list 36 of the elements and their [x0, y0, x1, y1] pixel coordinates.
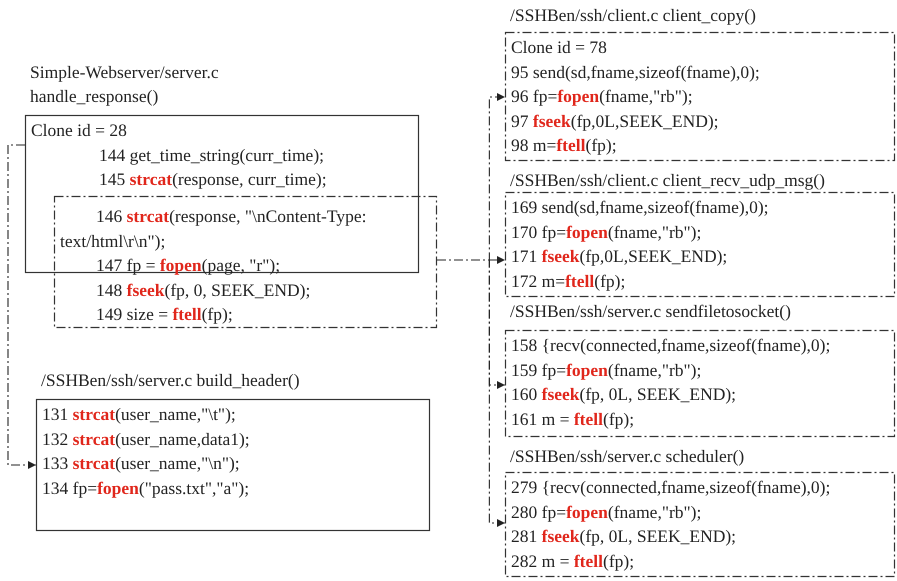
- code-line: 149 size = ftell(fp);: [95, 303, 234, 326]
- arrow: [7, 144, 36, 469]
- code-line: 172 m=ftell(fp);: [511, 270, 626, 293]
- code-line: 282 m = ftell(fp);: [511, 550, 636, 573]
- file-heading: /SSHBen/ssh/client.c client_copy(): [510, 4, 756, 27]
- code-line: 158 {recv(connected,fname,sizeof(fname),0);: [511, 334, 832, 357]
- code-line: Clone id = 78: [511, 36, 608, 59]
- code-line: 148 fseek(fp, 0, SEEK_END);: [95, 278, 312, 302]
- code-line: 161 m = ftell(fp);: [511, 408, 636, 431]
- code-line: 144 get_time_string(curr_time);: [98, 144, 326, 167]
- code-line: 96 fp=fopen(fname,"rb");: [511, 85, 694, 108]
- file-heading: /SSHBen/ssh/client.c client_recv_udp_msg(): [510, 169, 825, 192]
- code-line: 170 fp=fopen(fname,"rb");: [511, 220, 702, 244]
- code-line: 97 fseek(fp,0L,SEEK_END);: [511, 110, 720, 133]
- code-line: 95 send(sd,fname,sizeof(fname),0);: [511, 60, 761, 84]
- code-line: 279 {recv(connected,fname,sizeof(fname),0);: [511, 476, 832, 499]
- file-heading: Simple-Webserver/server.c handle_response(): [30, 61, 220, 108]
- code-line: 132 strcat(user_name,data1);: [42, 428, 251, 451]
- code-line: 131 strcat(user_name,"\t");: [42, 403, 237, 426]
- code-line: 169 send(sd,fname,sizeof(fname),0);: [511, 196, 770, 219]
- code-line: 160 fseek(fp, 0L, SEEK_END);: [511, 383, 738, 406]
- file-heading: /SSHBen/ssh/server.c sendfiletosocket(): [510, 300, 791, 323]
- code-line: 171 fseek(fp,0L,SEEK_END);: [511, 245, 728, 268]
- file-heading: /SSHBen/ssh/server.c build_header(): [41, 369, 300, 392]
- code-line: 147 fp = fopen(page, "r");: [95, 254, 282, 277]
- code-line: 98 m=ftell(fp);: [511, 134, 618, 157]
- code-line: 280 fp=fopen(fname,"rb");: [511, 500, 702, 524]
- code-line: Clone id = 28: [31, 119, 128, 142]
- code-line: 146 strcat(response, "\nContent-Type: text/html\r\n");: [60, 205, 368, 253]
- code-line: 133 strcat(user_name,"\n");: [42, 452, 241, 475]
- arrow: [437, 259, 505, 527]
- file-heading: /SSHBen/ssh/server.c scheduler(): [510, 445, 744, 468]
- code-line: 134 fp=fopen("pass.txt","a");: [42, 476, 250, 500]
- code-line: 281 fseek(fp, 0L, SEEK_END);: [511, 525, 738, 548]
- code-line: 145 strcat(response, curr_time);: [98, 168, 328, 191]
- code-line: 159 fp=fopen(fname,"rb");: [511, 358, 702, 382]
